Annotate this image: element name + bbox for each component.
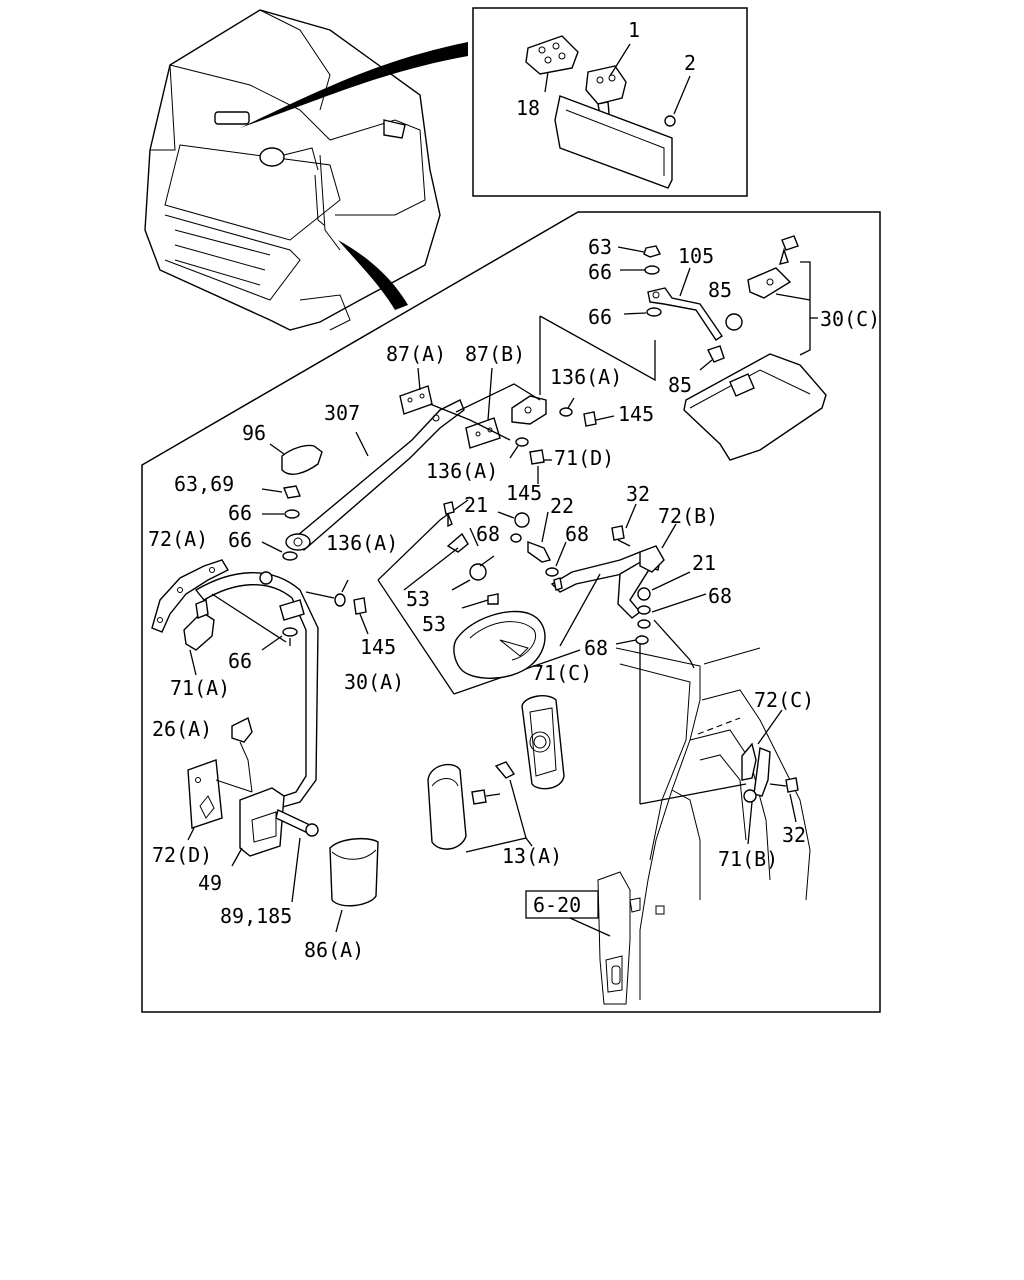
label-105: 105	[678, 244, 714, 268]
label-72C: 72(C)	[754, 688, 814, 712]
label-85-bottom: 85	[668, 373, 692, 397]
under-mirror-assembly	[377, 499, 581, 695]
label-89-185: 89,185	[220, 904, 292, 928]
label-30A: 30(A)	[344, 670, 404, 694]
label-66-left1: 66	[228, 501, 252, 525]
label-49: 49	[198, 871, 222, 895]
label-63: 63	[588, 235, 612, 259]
label-18: 18	[516, 96, 540, 120]
label-66-left3: 66	[228, 649, 252, 673]
label-6-20: 6-20	[533, 893, 581, 917]
label-71D: 71(D)	[554, 446, 614, 470]
label-87B: 87(B)	[465, 342, 525, 366]
side-mirror-stay	[151, 541, 379, 933]
label-2: 2	[684, 51, 696, 75]
label-53-bottom: 53	[422, 612, 446, 636]
label-136A-top: 136(A)	[550, 365, 622, 389]
front-mirror-stay	[550, 503, 811, 1005]
label-21-centre: 21	[464, 493, 488, 517]
label-21-right: 21	[692, 551, 716, 575]
reference-box	[525, 890, 599, 919]
inset-interior-mirror	[472, 7, 748, 197]
mirror-stay-307	[261, 315, 656, 551]
label-53-top: 53	[406, 587, 430, 611]
label-66-left2: 66	[228, 528, 252, 552]
label-32-top: 32	[626, 482, 650, 506]
label-68-centre2: 68	[565, 522, 589, 546]
label-72B: 72(B)	[658, 504, 718, 528]
label-68-centre1: 68	[476, 522, 500, 546]
label-136A-mid: 136(A)	[426, 459, 498, 483]
label-30C: 30(C)	[820, 307, 880, 331]
label-68-lower: 68	[584, 636, 608, 660]
label-72D: 72(D)	[152, 843, 212, 867]
label-85-top: 85	[708, 278, 732, 302]
side-under-mirror	[427, 695, 565, 853]
label-22: 22	[550, 494, 574, 518]
label-68-right: 68	[708, 584, 732, 608]
truck-cab-illustration	[144, 9, 468, 331]
label-136A-left: 136(A)	[326, 531, 398, 555]
label-1: 1	[628, 18, 640, 42]
label-66-top: 66	[588, 260, 612, 284]
label-63-69: 63,69	[174, 472, 234, 496]
label-32-bottom: 32	[782, 823, 806, 847]
label-307: 307	[324, 401, 360, 425]
label-66-mid: 66	[588, 305, 612, 329]
label-71A: 71(A)	[170, 676, 230, 700]
label-72A: 72(A)	[148, 527, 208, 551]
label-87A: 87(A)	[386, 342, 446, 366]
label-86A: 86(A)	[304, 938, 364, 962]
detail-frame	[141, 211, 881, 1013]
label-13A: 13(A)	[502, 844, 562, 868]
label-96: 96	[242, 421, 266, 445]
label-145-mid: 145	[506, 481, 542, 505]
label-145-left: 145	[360, 635, 396, 659]
label-71C: 71(C)	[532, 661, 592, 685]
label-71B: 71(B)	[718, 847, 778, 871]
label-26A: 26(A)	[152, 717, 212, 741]
wide-angle-mirror-assembly	[617, 235, 827, 461]
label-145-top: 145	[618, 402, 654, 426]
